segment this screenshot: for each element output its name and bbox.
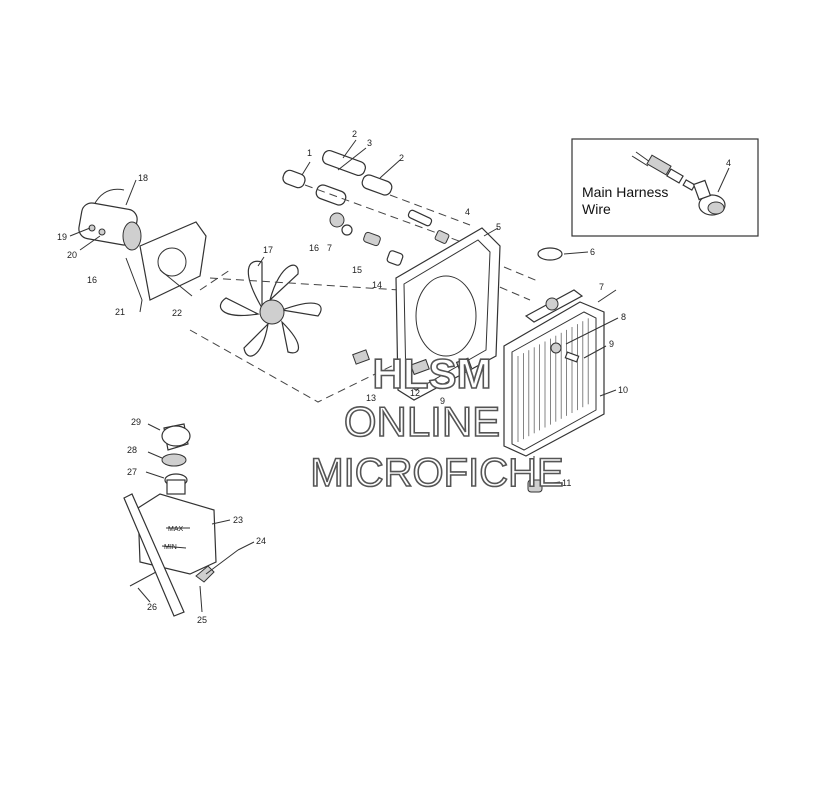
- watermark-line2: ONLINE: [344, 398, 500, 445]
- callout-4: 4: [465, 207, 470, 217]
- callout-16a: 16: [309, 243, 319, 253]
- harness-connector-illustration: [631, 151, 696, 191]
- callout-15: 15: [352, 265, 362, 275]
- callout-25: 25: [197, 615, 207, 625]
- callout-27: 27: [127, 467, 137, 477]
- callout-7a: 7: [327, 243, 332, 253]
- fittings-group: [329, 209, 450, 266]
- callout-18: 18: [138, 173, 148, 183]
- watermark-line1: HLSM: [373, 350, 492, 397]
- callout-29: 29: [131, 417, 141, 427]
- tank-min-mark: MIN: [164, 544, 177, 551]
- callout-2: 2: [352, 129, 357, 139]
- callout-labels: 1 2 3 2 4 5 6 7 7 8 9 9 10 11 12 13 14 1…: [57, 129, 628, 625]
- callout-20: 20: [67, 250, 77, 260]
- callout-3: 3: [367, 138, 372, 148]
- callout-24: 24: [256, 536, 266, 546]
- inset-wire-label-line1: Main Harness: [582, 184, 668, 200]
- callout-8: 8: [621, 312, 626, 322]
- callout-7b: 7: [599, 282, 604, 292]
- inset-harness-box: Main Harness Wire 4: [571, 138, 759, 237]
- callout-10: 10: [618, 385, 628, 395]
- callout-23: 23: [233, 515, 243, 525]
- callout-22: 22: [172, 308, 182, 318]
- radiator: [503, 247, 619, 493]
- fan-motor-group: [69, 179, 207, 313]
- callout-11: 11: [562, 478, 571, 488]
- tank-max-mark: MAX: [168, 526, 184, 533]
- callout-1: 1: [307, 148, 312, 158]
- callout-28: 28: [127, 445, 137, 455]
- callout-12: 12: [410, 388, 420, 398]
- temp-sensor-illustration: [692, 179, 726, 216]
- hoses-group: [282, 139, 471, 246]
- fan-blade-group: [219, 256, 322, 357]
- fan-shroud: [395, 227, 501, 401]
- callout-14: 14: [372, 280, 382, 290]
- callout-6: 6: [590, 247, 595, 257]
- coolant-reservoir-group: MAX MIN: [123, 423, 255, 617]
- inset-wire-label-line2: Wire: [582, 201, 611, 217]
- callout-17: 17: [263, 245, 273, 255]
- watermark-line3: MICROFICHE: [310, 451, 563, 495]
- callout-19: 19: [57, 232, 67, 242]
- inset-callout-4: 4: [726, 158, 731, 168]
- shroud-clips: [352, 349, 473, 376]
- watermark: HLSM ONLINE MICROFICHE: [310, 349, 565, 496]
- callout-2b: 2: [399, 153, 404, 163]
- callout-21: 21: [115, 307, 125, 317]
- callout-5: 5: [496, 222, 501, 232]
- callout-26: 26: [147, 602, 157, 612]
- callout-9b: 9: [440, 396, 445, 406]
- callout-16b: 16: [87, 275, 97, 285]
- callout-9a: 9: [609, 339, 614, 349]
- callout-13: 13: [366, 393, 376, 403]
